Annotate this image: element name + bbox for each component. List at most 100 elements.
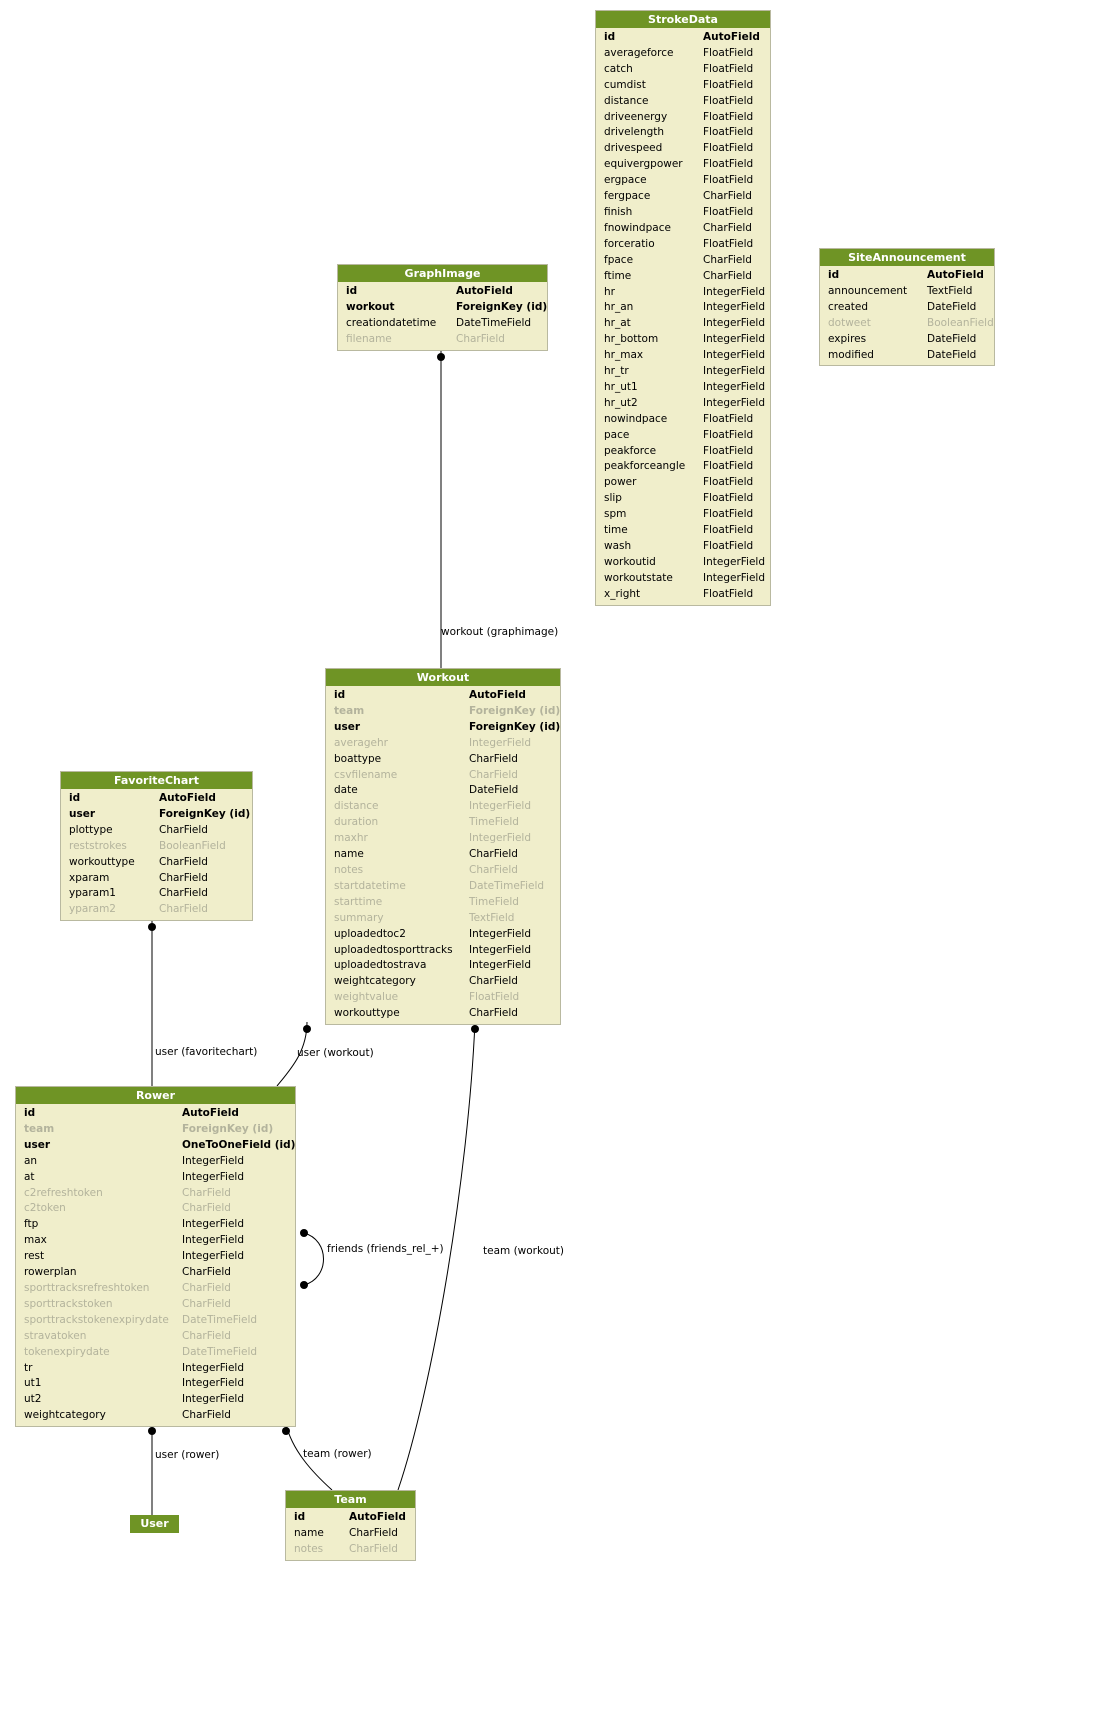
field-type: AutoField <box>349 1511 406 1523</box>
field-name: id <box>69 792 81 804</box>
field-name: stravatoken <box>24 1329 87 1342</box>
field-type: IntegerField <box>703 349 766 362</box>
field-name: fnowindpace <box>604 221 671 234</box>
field-name: yparam1 <box>69 887 116 900</box>
field-name: id <box>294 1511 306 1523</box>
field-name: ut2 <box>24 1393 42 1406</box>
field-type: IntegerField <box>703 396 766 409</box>
field-name: wash <box>604 540 632 552</box>
field-name: spm <box>604 508 627 521</box>
field-type: FloatField <box>703 46 754 59</box>
field-name: team <box>24 1122 55 1135</box>
field-type: CharField <box>469 1007 518 1020</box>
field-name: rest <box>24 1250 45 1263</box>
field-type: CharField <box>182 1409 231 1422</box>
field-type: TextField <box>927 284 973 297</box>
field-name: cumdist <box>604 78 646 91</box>
field-name: ftp <box>24 1218 39 1231</box>
field-type: ForeignKey (id) <box>159 807 251 820</box>
field-type: FloatField <box>703 444 754 457</box>
edge-workout-team <box>397 1021 479 1491</box>
entity-title-siteannouncement: SiteAnnouncement <box>820 249 994 266</box>
field-name: filename <box>346 332 392 345</box>
field-type: FloatField <box>703 587 754 600</box>
field-type: FloatField <box>703 412 754 425</box>
entity-title-rower: Rower <box>16 1087 295 1104</box>
field-type: CharField <box>159 887 208 900</box>
field-name: user <box>334 720 361 733</box>
field-name: startdatetime <box>334 879 406 892</box>
field-type: CharField <box>182 1281 231 1294</box>
field-name: workouttype <box>69 855 135 868</box>
field-type: CharField <box>469 752 518 765</box>
entity-title-favoritechart: FavoriteChart <box>61 772 252 789</box>
field-name: hr_max <box>604 349 644 362</box>
field-type: TimeField <box>469 816 519 829</box>
field-name: averagehr <box>334 736 388 749</box>
field-name: forceratio <box>604 237 655 250</box>
field-name: finish <box>604 205 633 218</box>
field-name: ut1 <box>24 1377 42 1390</box>
field-type: FloatField <box>703 428 754 441</box>
field-type: DateTimeField <box>456 316 532 329</box>
edge-graphimage-workout <box>437 348 445 668</box>
field-type: IntegerField <box>703 317 766 330</box>
field-name: user <box>69 807 96 820</box>
edge-label-team-rower: team (rower) <box>303 1448 372 1460</box>
field-type: AutoField <box>182 1107 239 1119</box>
field-type: CharField <box>469 975 518 988</box>
field-name: workoutstate <box>604 571 673 584</box>
field-type: ForeignKey (id) <box>469 704 561 717</box>
field-type: BooleanField <box>159 839 226 852</box>
field-name: creationdatetime <box>346 316 437 329</box>
field-type: AutoField <box>456 285 513 297</box>
field-name: duration <box>334 816 379 829</box>
field-name: workoutid <box>604 555 656 568</box>
field-type: ForeignKey (id) <box>469 720 561 733</box>
field-name: reststrokes <box>69 839 127 852</box>
field-name: created <box>828 300 868 313</box>
field-name: drivelength <box>604 126 665 139</box>
field-type: FloatField <box>703 62 754 75</box>
field-name: time <box>604 524 628 537</box>
field-name: id <box>334 689 346 701</box>
field-row-graphimage-creationdatetime: creationdatetime DateTimeField <box>338 316 547 332</box>
